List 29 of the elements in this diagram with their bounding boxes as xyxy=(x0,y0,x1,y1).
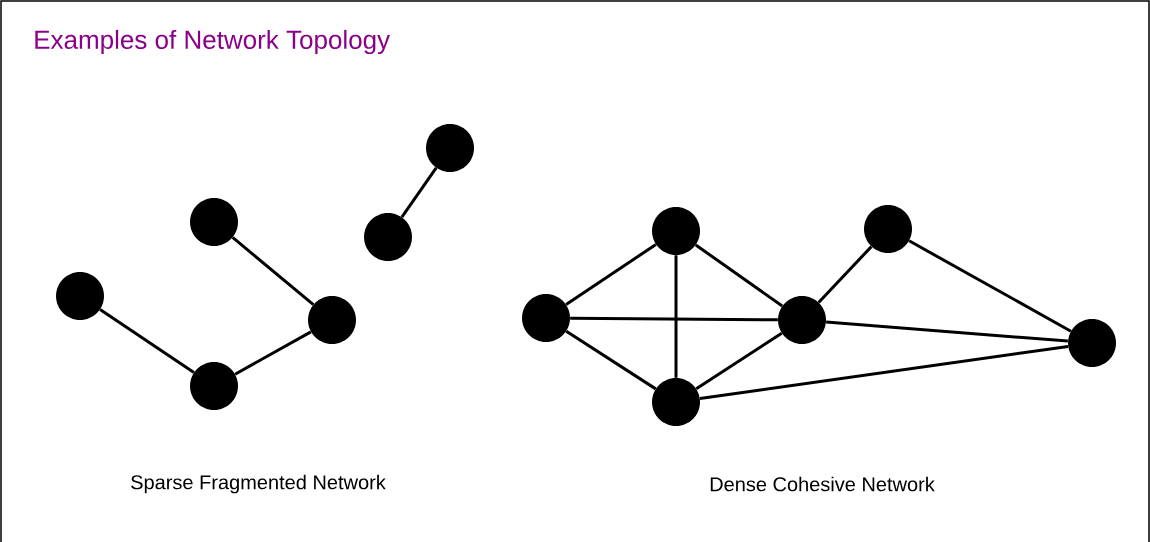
title: Examples of Network Topology xyxy=(35,29,391,55)
network-link xyxy=(99,308,195,374)
network-node xyxy=(308,296,356,344)
network-link xyxy=(695,331,783,391)
network-node xyxy=(522,294,570,342)
network-caption: Dense Cohesive Network xyxy=(710,476,935,492)
network-node xyxy=(652,207,700,255)
network-link xyxy=(908,239,1072,333)
network-node xyxy=(190,362,238,410)
network-link xyxy=(400,167,438,218)
network-link xyxy=(674,255,678,378)
network-node xyxy=(864,205,912,253)
network-node xyxy=(190,198,238,246)
network-node xyxy=(56,272,104,320)
network-node xyxy=(364,213,412,261)
network-link xyxy=(231,236,315,306)
network-link xyxy=(694,243,784,308)
network-node xyxy=(652,378,700,426)
network-node xyxy=(778,296,826,344)
network-link xyxy=(570,316,778,322)
network-caption: Sparse Fragmented Network xyxy=(131,474,386,494)
network-link xyxy=(817,245,873,304)
network-link xyxy=(565,329,657,391)
network-link xyxy=(234,330,312,376)
network-link xyxy=(699,344,1069,401)
network-link xyxy=(826,320,1068,343)
network-link xyxy=(565,243,657,306)
network-node xyxy=(426,124,474,172)
network-node xyxy=(1068,319,1116,367)
